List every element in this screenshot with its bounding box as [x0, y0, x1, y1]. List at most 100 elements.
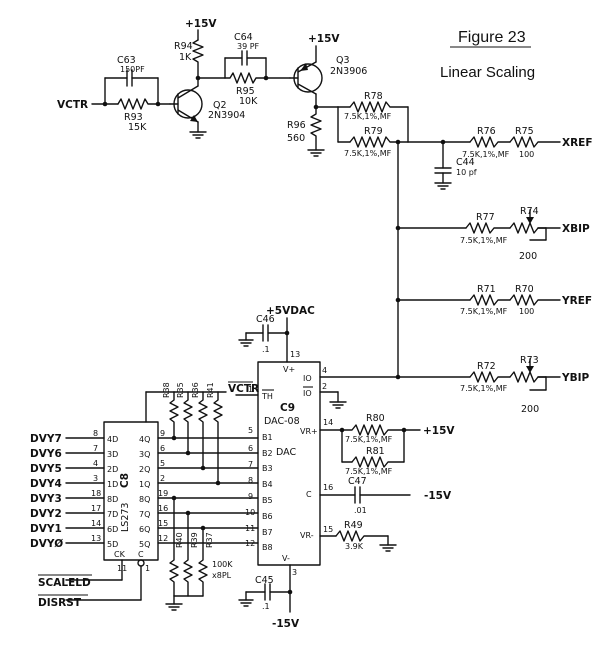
r93-value: 15K [128, 122, 147, 133]
c8-pin-6d: 6D [107, 525, 118, 534]
input-dvy4: DVY4 [30, 478, 62, 490]
figure-subtitle: Linear Scaling [440, 64, 535, 81]
r71-value: 7.5K,1%,MF [460, 307, 508, 316]
c44-ref: C44 [456, 157, 475, 168]
r79-ref: R79 [364, 126, 383, 137]
c8-pin-ck: CK [114, 550, 126, 559]
c8-pin-6q: 6Q [139, 525, 150, 534]
c9-pin-top-num: 13 [290, 350, 300, 359]
c9-right-pins: IO 4 IO 2 VR+ 14 C 16 VR- 15 [300, 366, 399, 540]
c8-pin-out-16: 16 [158, 504, 168, 513]
c8-pin-8q: 8Q [139, 495, 150, 504]
r74-value: 200 [519, 251, 537, 262]
c9-pin-vr-plus: VR+ [300, 427, 318, 436]
r72-value: 7.5K,1%,MF [460, 384, 508, 393]
c9-pin-io: IO [303, 374, 312, 383]
r95-resistor [224, 72, 267, 84]
c9-pin-num-16: 16 [323, 483, 333, 492]
r78-resistor [349, 101, 409, 113]
q2-ref: Q2 [213, 100, 227, 111]
r80-r81-parallel: R80 7.5K,1%,MF R81 7.5K,1%,MF +15V [319, 413, 455, 476]
c47-value: .01 [354, 506, 367, 515]
c8-ref: C8 [119, 473, 131, 488]
r93-resistor [117, 98, 159, 110]
q2-value: 2N3904 [208, 110, 245, 121]
r94-branch: +15V R94 1K C64 39 PF R95 10K [174, 18, 291, 107]
ybip-output: R72 7.5K,1%,MF R73 200 YBIP [395, 355, 590, 415]
c8-pin-out-12: 12 [158, 534, 168, 543]
c9-pin-b8: B8 [262, 543, 273, 552]
p5vdac-label: +5VDAC [266, 305, 315, 317]
r94-value: 1K [179, 52, 192, 63]
r39-resistor [183, 512, 193, 597]
r70-value: 100 [519, 307, 534, 316]
c64-value: 39 PF [237, 42, 260, 51]
r81-resistor [351, 456, 405, 468]
c9-pin-vr-minus: VR- [300, 531, 314, 540]
pack-value: 100K [212, 560, 233, 569]
r96-value: 560 [287, 133, 305, 144]
q3-value: 2N3906 [330, 66, 367, 77]
dac-c9: 13 V+ C9 DAC-08 DAC V- 3 VCTR 1 TH 5 B1 … [228, 350, 399, 577]
disrst-label: DISRST [38, 597, 82, 609]
c9-pin-b4: B4 [262, 480, 273, 489]
q3-ref: Q3 [336, 55, 350, 66]
latch-c8: C8 LS273 DVY7 8 4D DVY6 7 3D DVY5 4 2D D… [30, 421, 168, 609]
input-dvy6: DVY6 [30, 448, 62, 460]
c9-pin-num-5: 5 [248, 426, 253, 435]
c9-pin-num-7: 7 [248, 460, 253, 469]
r71-resistor [469, 294, 511, 306]
pack-count: x8PL [212, 571, 232, 580]
r75-resistor [509, 136, 561, 148]
r72-ref: R72 [477, 361, 496, 372]
xref-label: XREF [562, 137, 593, 149]
q3-stage: +15V Q3 2N3906 R96 560 [287, 33, 367, 157]
r78-value: 7.5K,1%,MF [344, 112, 392, 121]
c46-value: .1 [262, 345, 270, 354]
r70-resistor [509, 294, 561, 306]
c64-ref: C64 [234, 32, 253, 43]
r78-r79-parallel: R78 7.5K,1%,MF R79 7.5K,1%,MF [337, 91, 471, 158]
r77-ref: R77 [476, 212, 495, 223]
yref-label: YREF [561, 295, 592, 307]
c63-ref: C63 [117, 55, 136, 66]
r95-value: 10K [239, 96, 258, 107]
dac-c9-body [257, 361, 321, 566]
input-dvy7: DVY7 [30, 433, 62, 445]
c8-pin-out-6: 6 [160, 444, 165, 453]
r74-resistor [509, 222, 561, 234]
c8-inputs: DVY7 8 4D DVY6 7 3D DVY5 4 2D DVY4 3 1D … [30, 429, 118, 550]
r38-ref: R38 [162, 382, 171, 398]
c8-pin-in-4: 4 [93, 459, 98, 468]
r41-resistor [213, 391, 223, 484]
c8-pin-in-7: 7 [93, 444, 98, 453]
c9-pin-b5: B5 [262, 496, 273, 505]
c8-pin-out-5: 5 [160, 459, 165, 468]
c8-pin-in-18: 18 [91, 489, 101, 498]
r81-ref: R81 [366, 446, 385, 457]
ybip-label: YBIP [561, 372, 590, 384]
c9-pin-num-2: 2 [322, 382, 327, 391]
r95-ref: R95 [236, 86, 255, 97]
c9-pin-bottom-name: V- [282, 554, 290, 563]
c9-value: DAC-08 [264, 416, 300, 427]
c9-left-pins: VCTR 1 TH 5 B1 6 B2 7 B3 8 B4 9 B5 10 B6… [228, 381, 274, 552]
c9-pin-num-14: 14 [323, 418, 333, 427]
r71-ref: R71 [477, 284, 496, 295]
r94-ref: R94 [174, 41, 193, 52]
r40-ref: R40 [175, 532, 184, 548]
r73-value: 200 [521, 404, 539, 415]
yref-output: R71 7.5K,1%,MF R70 100 YREF [395, 284, 592, 316]
c9-pin-bottom-num: 3 [292, 568, 297, 577]
input-dvy1: DVY1 [30, 523, 62, 535]
c9-pin-io-bar: IO [303, 389, 312, 398]
r76-ref: R76 [477, 126, 496, 137]
r49-value: 3.9K [345, 542, 364, 551]
input-dvy2: DVY2 [30, 508, 62, 520]
c9-pin-top-name: V+ [283, 365, 295, 374]
xref-output: C44 10 pf R76 7.5K,1%,MF R75 100 XREF [434, 126, 593, 190]
r93-ref: R93 [124, 112, 143, 123]
c8-pin-in-17: 17 [91, 504, 101, 513]
c46-ref: C46 [256, 314, 275, 325]
r80-value: 7.5K,1%,MF [345, 435, 393, 444]
